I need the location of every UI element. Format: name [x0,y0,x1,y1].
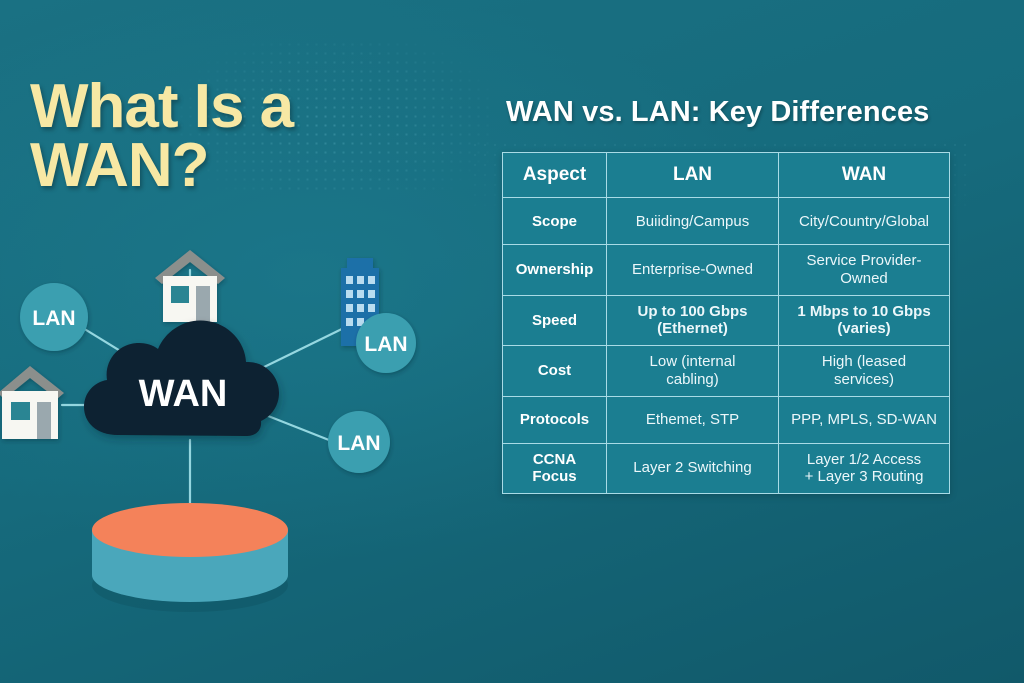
link-cloud-building [256,323,352,372]
page-title: What Is a WAN? [30,72,294,200]
cell-text: CCNA Focus [532,450,577,486]
table-heading: WAN vs. LAN: Key Differences [506,96,930,128]
column-header-wan: WAN [778,151,950,199]
cell-text: 1 Mbps to 10 Gbps (varies) [797,302,931,338]
column-header-aspect: Aspect [502,151,607,199]
wan-lan-comparison-table: Aspect LAN WAN Scope Buiiding/Campus Cit… [502,151,950,494]
row-protocols-lan: Ethemet, STP [606,395,779,444]
cell-text: Speed [531,311,577,329]
row-cost-wan: High (leased services) [778,345,950,397]
cell-text: City/Country/Global [798,212,930,230]
cell-text: PPP, MPLS, SD-WAN [791,410,937,428]
table-row: Protocols Ethemet, STP PPP, MPLS, SD-WAN [502,395,950,444]
column-header-lan: LAN [606,151,779,199]
lan-node-bottom-right-label: LAN [337,432,380,455]
wan-cloud-label: WAN [139,373,228,415]
cell-text: Service Provider- Owned [806,252,922,288]
row-ownership-lan: Enterprise-Owned [606,244,779,296]
lan-node-top-left-label: LAN [32,307,75,330]
row-aspect-ccna-focus: CCNA Focus [502,442,607,494]
background-dot-texture [150,40,490,190]
row-aspect-protocols: Protocols [502,395,607,444]
lan-node-top-left: LAN [20,283,88,351]
row-aspect-speed: Speed [502,294,607,347]
lan-node-right: LAN [356,313,416,373]
lan-node-right-label: LAN [364,333,407,356]
wan-cloud: WAN [84,320,279,436]
database-cylinder-icon [92,503,288,612]
table-row: Cost Low (internal cabling) High (leased… [502,345,950,397]
cell-text: Up to 100 Gbps (Ethernet) [637,302,748,338]
row-ccna-wan: Layer 1/2 Access + Layer 3 Routing [778,442,950,494]
row-aspect-ownership: Ownership [502,244,607,296]
cell-text: Enterprise-Owned [632,261,753,279]
cell-text: Layer 1/2 Access + Layer 3 Routing [804,450,924,486]
cell-text: Ethemet, STP [645,410,740,428]
row-scope-lan: Buiiding/Campus [606,197,779,246]
table-row: Scope Buiiding/Campus City/Country/Globa… [502,197,950,246]
house-icon-top [155,250,225,322]
cell-text: High (leased services) [821,353,907,388]
link-cloud-lan-bottom [256,410,336,444]
cell-text: Cost [537,362,572,379]
row-scope-wan: City/Country/Global [778,197,950,246]
table-row: Ownership Enterprise-Owned Service Provi… [502,244,950,296]
row-aspect-cost: Cost [502,345,607,397]
lan-node-bottom-right: LAN [328,411,390,473]
cell-text: Ownership [515,261,594,279]
row-aspect-scope: Scope [502,197,607,246]
cell-text: Scope [531,212,577,230]
row-protocols-wan: PPP, MPLS, SD-WAN [778,395,950,444]
row-speed-wan: 1 Mbps to 10 Gbps (varies) [778,294,950,347]
row-cost-lan: Low (internal cabling) [606,345,779,397]
cell-text: Low (internal cabling) [649,353,736,388]
table-header: Aspect LAN WAN [502,151,950,199]
row-speed-lan: Up to 100 Gbps (Ethernet) [606,294,779,347]
row-ownership-wan: Service Provider- Owned [778,244,950,296]
table-header-row: Aspect LAN WAN [502,151,950,199]
wan-network-diagram: LAN LAN LAN WAN [0,230,470,630]
table-row: Speed Up to 100 Gbps (Ethernet) 1 Mbps t… [502,294,950,347]
table-row: CCNA Focus Layer 2 Switching Layer 1/2 A… [502,442,950,494]
cell-text: Protocols [519,410,590,428]
table-body: Scope Buiiding/Campus City/Country/Globa… [502,197,950,494]
house-icon-left [0,366,64,439]
cell-text: Layer 2 Switching [633,459,752,477]
row-ccna-lan: Layer 2 Switching [606,442,779,494]
cell-text: Buiiding/Campus [635,212,750,230]
